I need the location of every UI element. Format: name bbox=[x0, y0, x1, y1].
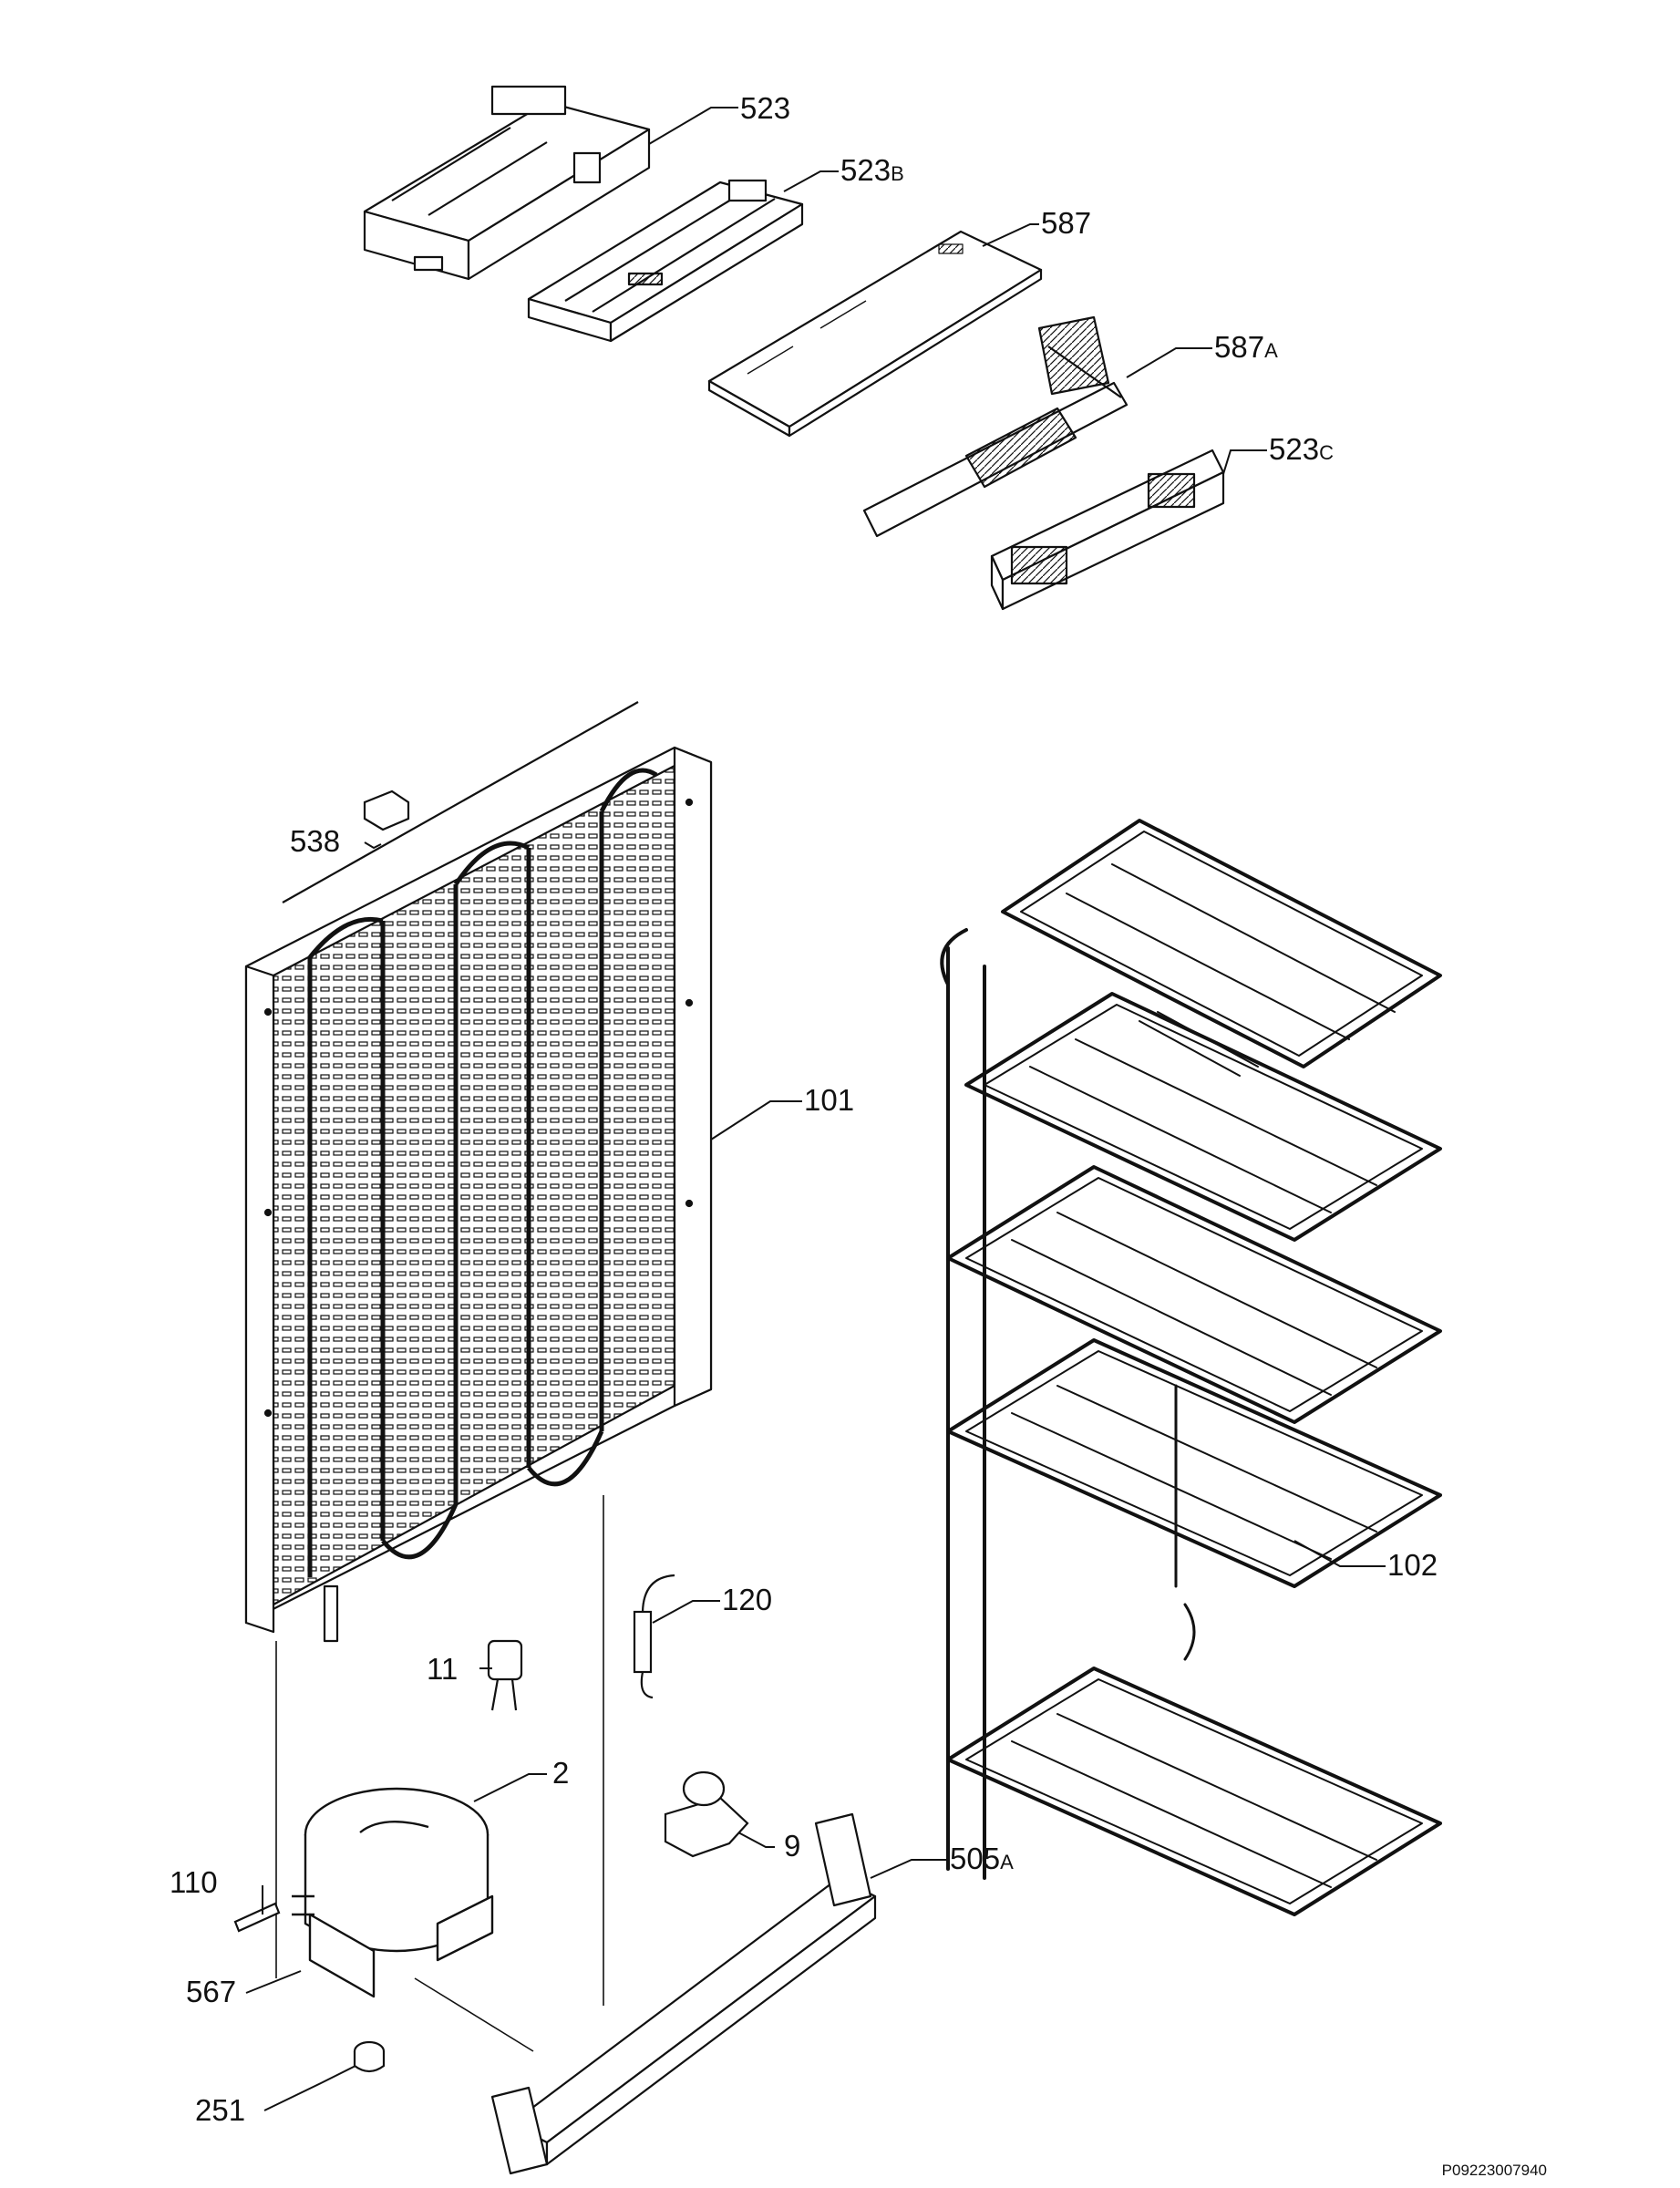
drawing-code: P09223007940 bbox=[1442, 2162, 1547, 2179]
part-labels: 523 523B 587 587A 523C 538 101 102 120 1… bbox=[170, 91, 1438, 2127]
label-523b: 523B bbox=[840, 153, 904, 187]
label-120: 120 bbox=[722, 1583, 772, 1616]
label-251: 251 bbox=[195, 2093, 245, 2127]
label-567: 567 bbox=[186, 1975, 236, 2008]
label-11: 11 bbox=[427, 1652, 458, 1686]
label-587a: 587A bbox=[1214, 330, 1278, 364]
grommet-251 bbox=[353, 2040, 386, 2073]
evaporator-102 bbox=[940, 819, 1442, 1916]
label-523c: 523C bbox=[1269, 432, 1334, 466]
circuit-board-587 bbox=[707, 230, 1043, 438]
clip-538 bbox=[363, 790, 410, 831]
pin-110 bbox=[233, 1902, 281, 1933]
display-board-587a bbox=[862, 315, 1129, 538]
control-housing-523 bbox=[363, 85, 651, 281]
label-2: 2 bbox=[552, 1756, 569, 1790]
label-505a: 505A bbox=[950, 1842, 1014, 1875]
leader-lines bbox=[245, 107, 1386, 2111]
label-538: 538 bbox=[290, 824, 340, 858]
label-102: 102 bbox=[1387, 1548, 1438, 1582]
relay-11 bbox=[487, 1639, 523, 1711]
condenser-101 bbox=[244, 701, 713, 1978]
sensor-120 bbox=[603, 1495, 675, 2006]
label-9: 9 bbox=[784, 1829, 800, 1863]
label-587: 587 bbox=[1041, 206, 1091, 240]
label-523: 523 bbox=[740, 91, 790, 125]
label-101: 101 bbox=[804, 1083, 854, 1117]
label-110: 110 bbox=[170, 1865, 218, 1899]
rail-505a bbox=[414, 1812, 877, 2175]
clamp-9 bbox=[664, 1770, 749, 1858]
control-housing-base-523b bbox=[527, 179, 804, 343]
display-cover-523c bbox=[990, 449, 1225, 611]
compressor-2 bbox=[292, 1787, 494, 1998]
